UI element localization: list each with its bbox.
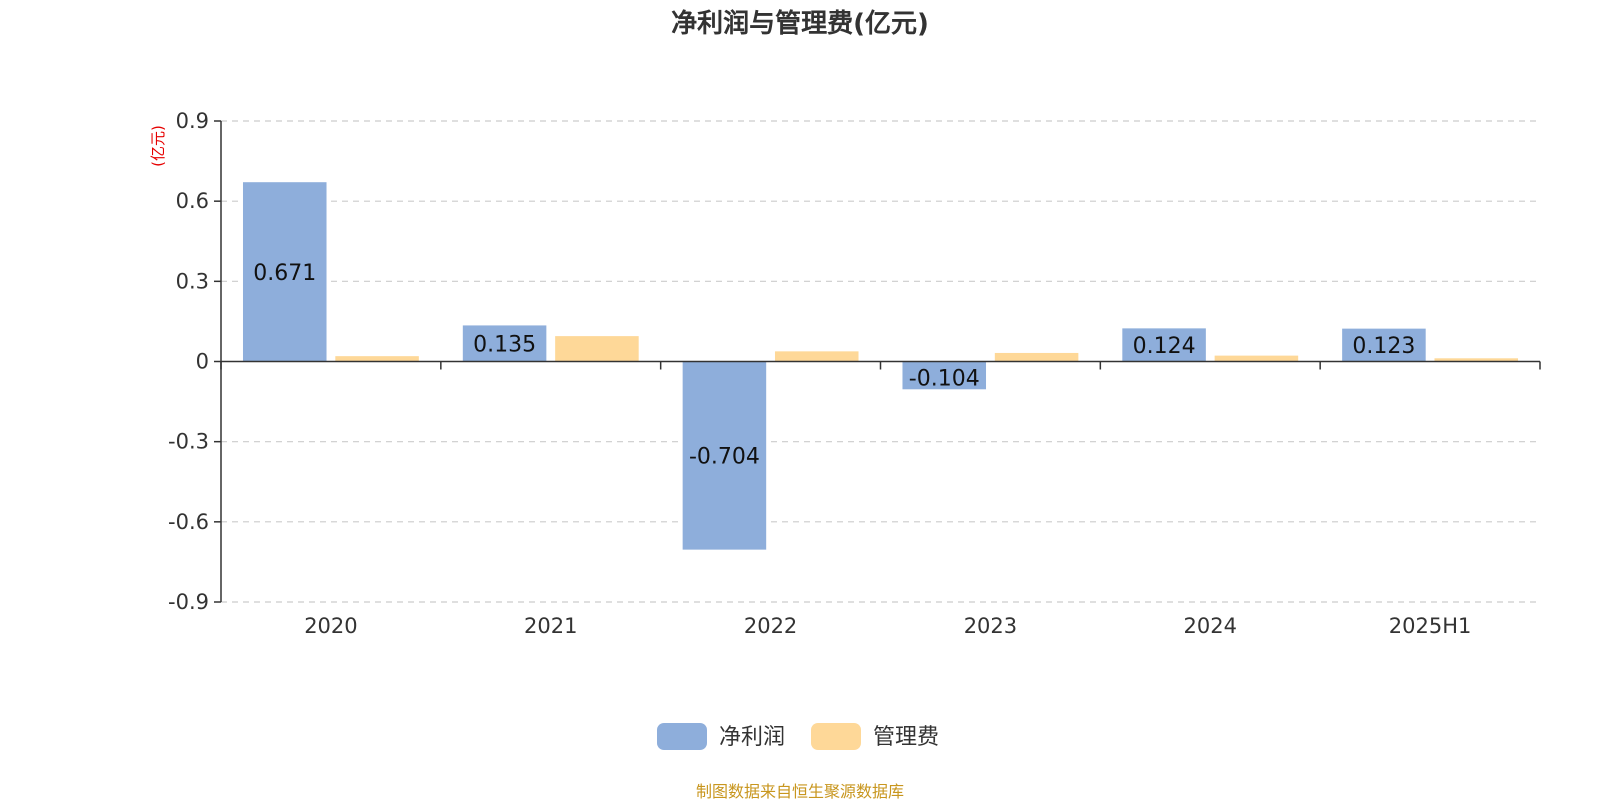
x-tick-label: 2023 bbox=[964, 614, 1017, 638]
legend-label-admin-expense: 管理费 bbox=[873, 725, 939, 750]
legend-swatch-admin-expense bbox=[811, 723, 861, 750]
bar-net-profit bbox=[1122, 328, 1206, 362]
bar-admin-expense bbox=[1214, 355, 1299, 362]
bar-net-profit bbox=[1342, 328, 1426, 362]
x-tick-label: 2024 bbox=[1184, 614, 1237, 638]
bars bbox=[242, 182, 1519, 550]
x-tick-label: 2020 bbox=[304, 614, 357, 638]
legend-label-net-profit: 净利润 bbox=[719, 725, 785, 750]
y-tick-label: 0.3 bbox=[176, 269, 209, 293]
data-label: 0.124 bbox=[1133, 334, 1196, 359]
bar-net-profit bbox=[902, 361, 987, 390]
y-tick-label: -0.3 bbox=[168, 430, 209, 454]
data-label: -0.704 bbox=[689, 445, 760, 470]
y-tick-label: 0.6 bbox=[176, 189, 209, 213]
y-tick-label: 0 bbox=[196, 350, 209, 374]
data-label: -0.104 bbox=[909, 367, 980, 392]
y-tick-label: -0.9 bbox=[168, 590, 209, 614]
x-tick-label: 2021 bbox=[524, 614, 577, 638]
x-tick-label: 2025H1 bbox=[1389, 614, 1472, 638]
bar-net-profit bbox=[682, 361, 767, 550]
data-label: 0.671 bbox=[253, 261, 316, 286]
legend-swatch-net-profit bbox=[657, 723, 707, 750]
axes: 0.9 0.6 0.3 0 -0.3 -0.6 -0.9 2020 2021 2022 2023 20… bbox=[168, 109, 1541, 638]
bar-admin-expense bbox=[994, 352, 1079, 362]
data-labels: 0.671 0.135 -0.704 -0.104 0.124 0.123 bbox=[253, 261, 1415, 470]
legend: 净利润 管理费 bbox=[657, 723, 939, 750]
bar-net-profit bbox=[242, 182, 327, 362]
y-tick-label: 0.9 bbox=[176, 109, 209, 133]
bar-admin-expense bbox=[555, 336, 639, 362]
data-label: 0.123 bbox=[1352, 334, 1415, 359]
x-tick-label: 2022 bbox=[744, 614, 797, 638]
bar-admin-expense bbox=[1434, 358, 1519, 362]
bar-net-profit bbox=[462, 325, 547, 362]
source-note: 制图数据来自恒生聚源数据库 bbox=[696, 782, 904, 800]
chart-title: 净利润与管理费(亿元) bbox=[671, 8, 929, 39]
y-tick-label: -0.6 bbox=[168, 510, 209, 534]
bar-admin-expense bbox=[335, 356, 419, 362]
bar-admin-expense bbox=[774, 351, 859, 362]
y-axis-unit-label: (亿元) bbox=[149, 125, 167, 167]
data-label: 0.135 bbox=[473, 332, 536, 357]
